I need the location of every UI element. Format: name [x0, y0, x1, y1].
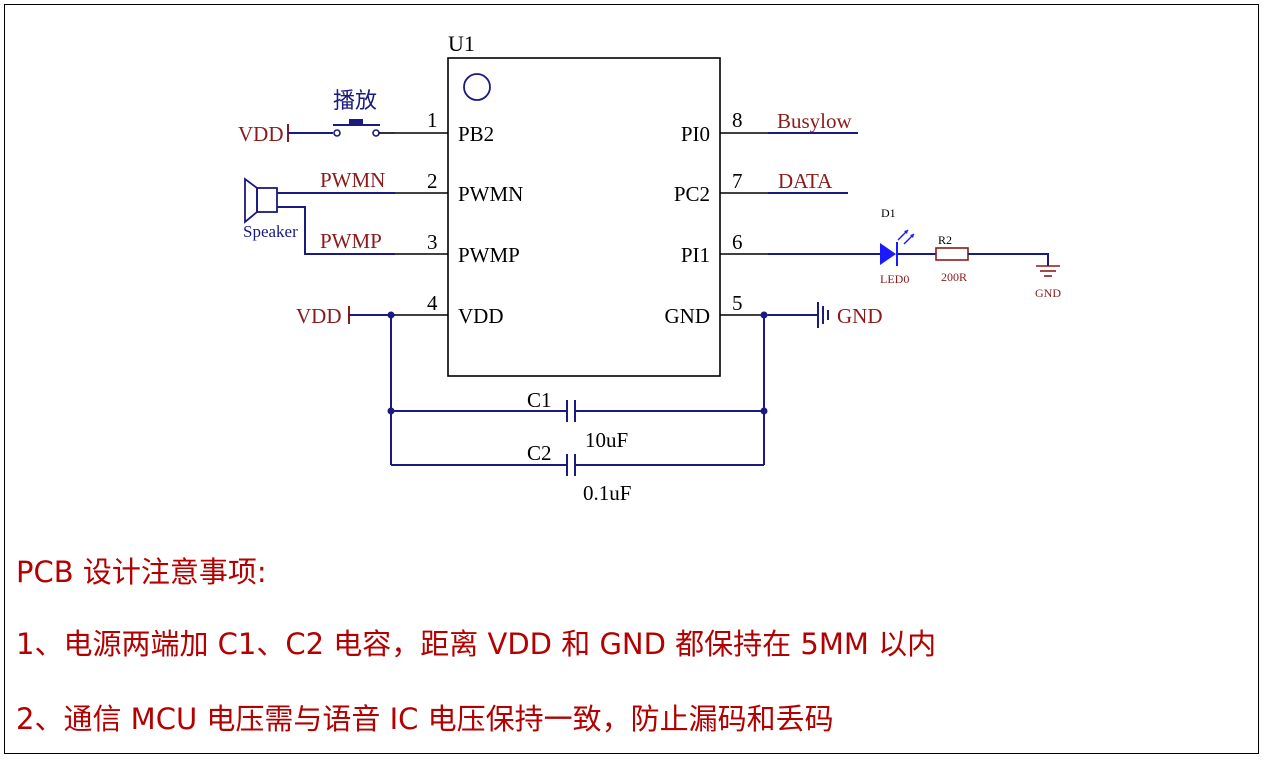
- pin-number: 8: [732, 108, 743, 132]
- cap-ref: C2: [527, 441, 552, 465]
- cap-value: 0.1uF: [583, 481, 631, 505]
- net-label-data: DATA: [778, 169, 833, 193]
- pin-name: PWMN: [458, 182, 523, 206]
- cap-ref: C1: [527, 388, 552, 412]
- capacitor-icon: [566, 454, 576, 476]
- ground-icon: [817, 302, 829, 328]
- net-label-pwmp: PWMP: [320, 229, 382, 253]
- net-label-pwmn: PWMN: [320, 168, 385, 192]
- pin-name: GND: [665, 304, 711, 328]
- button-label: 播放: [333, 89, 377, 114]
- notes-line-1: 1、电源两端加 C1、C2 电容，距离 VDD 和 GND 都保持在 5MM 以…: [16, 627, 937, 661]
- pin-number: 7: [732, 169, 743, 193]
- pin-name: PC2: [674, 182, 710, 206]
- resistor-ref: R2: [938, 233, 952, 247]
- led-value: LED0: [880, 272, 909, 286]
- notes-line-2: 2、通信 MCU 电压需与语音 IC 电压保持一致，防止漏码和丢码: [16, 702, 834, 736]
- notes-title: PCB 设计注意事项:: [16, 555, 267, 589]
- resistor-icon: [935, 247, 969, 261]
- net-label-vdd: VDD: [296, 304, 342, 328]
- net-label-vdd: VDD: [238, 122, 284, 146]
- pin-number: 2: [427, 169, 438, 193]
- pin-name: PI1: [681, 243, 710, 267]
- net-label-busylow: Busylow: [777, 109, 853, 133]
- pin-name: PWMP: [458, 243, 520, 267]
- net-label-gnd: GND: [1035, 286, 1061, 300]
- led-icon: [880, 229, 915, 266]
- pin-name: PB2: [458, 122, 494, 146]
- pin-number: 3: [427, 230, 438, 254]
- pin-name: PI0: [681, 122, 710, 146]
- chip-body: [447, 57, 721, 377]
- chip-ref: U1: [448, 31, 475, 56]
- push-button: [333, 119, 380, 137]
- cap-value: 10uF: [585, 428, 628, 452]
- pin-number: 4: [427, 291, 438, 315]
- ground-icon: [1036, 265, 1060, 277]
- pin-number: 1: [427, 108, 438, 132]
- resistor-value: 200R: [941, 270, 967, 284]
- capacitor-icon: [566, 400, 576, 422]
- diagram-frame: [4, 4, 1259, 754]
- net-label-gnd: GND: [837, 304, 883, 328]
- pin-number: 5: [732, 291, 743, 315]
- led-ref: D1: [881, 206, 896, 220]
- pin1-marker: [463, 73, 491, 101]
- speaker-icon: [244, 177, 278, 224]
- pin-name: VDD: [458, 304, 504, 328]
- pin-number: 6: [732, 230, 743, 254]
- speaker-label: Speaker: [243, 222, 298, 241]
